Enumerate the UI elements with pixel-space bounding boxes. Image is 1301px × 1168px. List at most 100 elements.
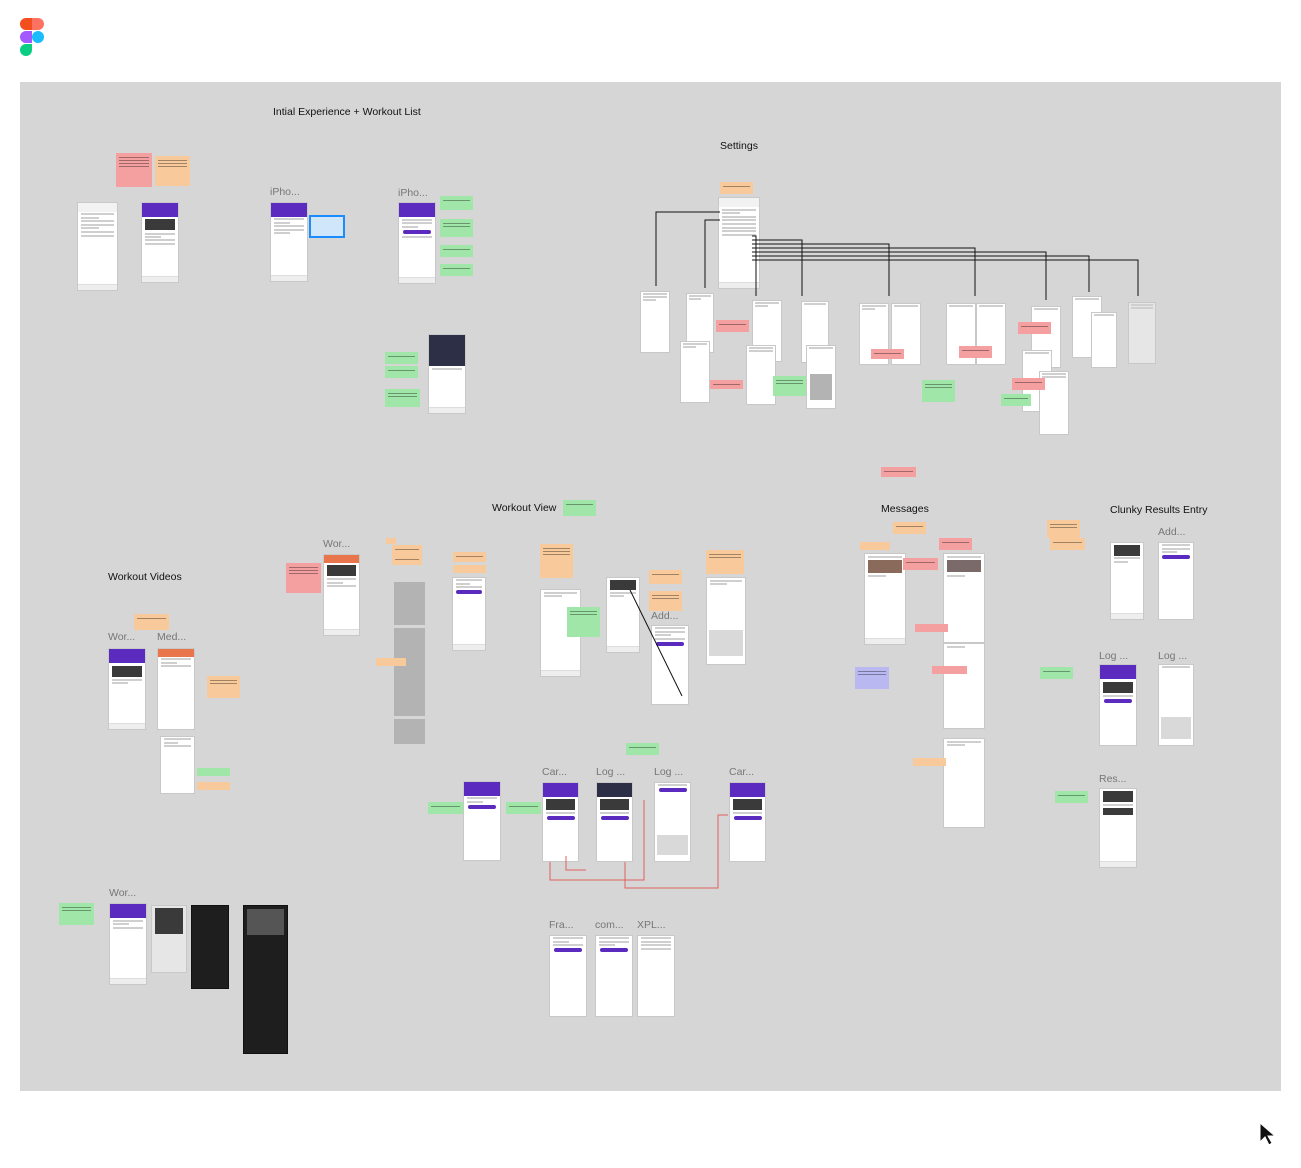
frame-label-iphone-2[interactable]: iPho...	[398, 187, 428, 199]
phone-frame[interactable]	[270, 202, 308, 282]
sticky-note[interactable]	[903, 558, 938, 570]
frame-label-workout-bottom[interactable]: Wor...	[109, 887, 137, 899]
phone-frame[interactable]	[109, 903, 147, 985]
sticky-note[interactable]	[506, 802, 541, 814]
sticky-note[interactable]	[116, 153, 152, 187]
sticky-note[interactable]	[1055, 791, 1088, 803]
phone-frame[interactable]	[463, 781, 501, 861]
phone-frame[interactable]	[746, 345, 776, 405]
sticky-note[interactable]	[959, 346, 992, 358]
sticky-note[interactable]	[197, 782, 230, 790]
sticky-note[interactable]	[197, 768, 230, 776]
phone-frame[interactable]	[77, 202, 118, 291]
phone-frame[interactable]	[160, 736, 195, 794]
sticky-note[interactable]	[626, 743, 659, 755]
sticky-note[interactable]	[540, 544, 573, 578]
phone-frame[interactable]	[943, 643, 985, 729]
sticky-note[interactable]	[649, 591, 682, 611]
phone-frame[interactable]	[864, 553, 906, 645]
phone-frame[interactable]	[1099, 664, 1137, 746]
sticky-note[interactable]	[286, 563, 321, 593]
sticky-note[interactable]	[1050, 538, 1085, 550]
sticky-note[interactable]	[385, 366, 418, 378]
phone-frame[interactable]	[1158, 542, 1194, 620]
selected-note[interactable]	[309, 215, 345, 238]
sticky-note[interactable]	[385, 389, 420, 407]
frame-label-iphone-1[interactable]: iPho...	[270, 186, 300, 198]
sticky-note[interactable]	[440, 219, 473, 237]
phone-frame[interactable]	[243, 905, 288, 1054]
sticky-note[interactable]	[855, 667, 889, 689]
sticky-note[interactable]	[59, 903, 94, 925]
sticky-note[interactable]	[893, 522, 926, 534]
sticky-note[interactable]	[392, 545, 422, 555]
sticky-note[interactable]	[134, 614, 169, 630]
frame-label-log-3[interactable]: Log ...	[596, 766, 626, 778]
phone-frame[interactable]	[1110, 542, 1144, 620]
phone-frame[interactable]	[595, 935, 633, 1017]
sticky-note[interactable]	[376, 658, 406, 666]
sticky-note[interactable]	[932, 666, 967, 674]
sticky-note[interactable]	[1047, 520, 1080, 538]
figma-logo-icon[interactable]	[20, 18, 46, 58]
sticky-note[interactable]	[1012, 378, 1045, 390]
phone-frame[interactable]	[718, 197, 760, 289]
sticky-note[interactable]	[453, 565, 486, 573]
frame-label-media[interactable]: Med...	[157, 631, 187, 643]
frame-label-xpl[interactable]: XPL...	[637, 919, 666, 931]
frame-label-com[interactable]: com...	[595, 919, 624, 931]
sticky-note[interactable]	[440, 245, 473, 257]
phone-frame[interactable]	[428, 334, 466, 414]
frame-label-log-1[interactable]: Log ...	[1099, 650, 1129, 662]
sticky-note[interactable]	[385, 352, 418, 364]
phone-frame[interactable]	[943, 553, 985, 643]
sticky-note[interactable]	[567, 607, 600, 637]
placeholder-block[interactable]	[394, 628, 425, 716]
frame-label-log-2[interactable]: Log ...	[1158, 650, 1188, 662]
sticky-note[interactable]	[1018, 322, 1051, 334]
phone-frame[interactable]	[108, 648, 146, 730]
frame-label-add-results[interactable]: Add...	[1158, 526, 1186, 538]
sticky-note[interactable]	[428, 802, 463, 814]
sticky-note[interactable]	[922, 380, 955, 402]
sticky-note[interactable]	[913, 758, 946, 766]
frame-label-add-workout[interactable]: Add...	[651, 610, 679, 622]
sticky-note[interactable]	[440, 264, 473, 276]
phone-frame[interactable]	[151, 905, 187, 973]
phone-frame[interactable]	[157, 648, 195, 730]
phone-frame[interactable]	[191, 905, 229, 989]
sticky-note[interactable]	[155, 156, 190, 186]
frame-label-card-1[interactable]: Car...	[542, 766, 568, 778]
phone-frame[interactable]	[651, 625, 689, 705]
phone-frame[interactable]	[141, 202, 179, 283]
phone-frame[interactable]	[542, 782, 579, 862]
sticky-note[interactable]	[773, 376, 806, 396]
placeholder-block[interactable]	[394, 719, 425, 744]
sticky-note[interactable]	[710, 380, 743, 389]
placeholder-block[interactable]	[394, 582, 425, 625]
phone-frame[interactable]	[806, 345, 836, 409]
phone-frame[interactable]	[637, 935, 675, 1017]
frame-label-fra[interactable]: Fra...	[549, 919, 574, 931]
sticky-note[interactable]	[716, 320, 749, 332]
phone-frame[interactable]	[398, 202, 436, 284]
sticky-note[interactable]	[860, 542, 890, 550]
phone-frame[interactable]	[1091, 312, 1117, 368]
phone-frame[interactable]	[654, 782, 691, 862]
sticky-note[interactable]	[1001, 394, 1031, 406]
phone-frame[interactable]	[323, 554, 360, 636]
phone-frame[interactable]	[1158, 664, 1194, 746]
sticky-note[interactable]	[453, 552, 486, 562]
phone-frame[interactable]	[549, 935, 587, 1017]
sticky-note[interactable]	[649, 570, 682, 584]
phone-frame[interactable]	[1128, 302, 1156, 364]
sticky-note[interactable]	[386, 538, 396, 544]
frame-label-workout-top[interactable]: Wor...	[323, 538, 351, 550]
frame-label-workout-video[interactable]: Wor...	[108, 631, 136, 643]
sticky-note[interactable]	[871, 349, 904, 359]
sticky-note[interactable]	[915, 624, 948, 632]
sticky-note[interactable]	[881, 467, 916, 477]
phone-frame[interactable]	[452, 577, 486, 651]
phone-frame[interactable]	[596, 782, 633, 862]
phone-frame[interactable]	[1099, 788, 1137, 868]
